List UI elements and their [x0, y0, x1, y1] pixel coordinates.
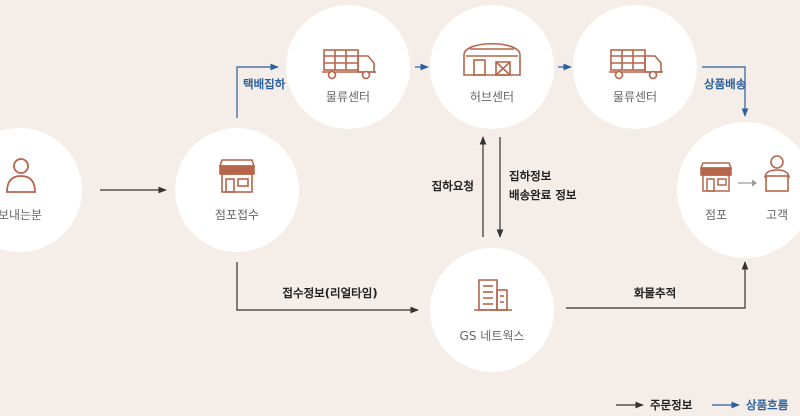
customer-icon — [764, 155, 790, 192]
truck-icon — [609, 49, 663, 80]
logistics-center-2-node — [573, 5, 697, 129]
hub-center-node — [430, 5, 554, 129]
person-icon — [6, 158, 36, 193]
receipt-info-arrow — [236, 262, 419, 314]
logistics-center-1-node — [286, 5, 410, 129]
store-receipt-node — [175, 128, 299, 252]
pickup-request-label: 집하요청 — [432, 179, 474, 193]
delivery-complete-info-label: 배송완료 정보 — [509, 188, 577, 202]
courier-pickup-label: 택배집하 — [243, 77, 286, 91]
sender-node — [0, 128, 82, 252]
product-delivery-arrow — [702, 66, 749, 117]
receipt-info-label: 접수정보(리얼타임) — [282, 286, 377, 300]
legend-product-label: 상품흐름 — [746, 398, 789, 412]
logistics-center-2-label: 물류센터 — [613, 90, 657, 104]
store-receipt-label: 점포접수 — [215, 208, 259, 222]
cargo-tracking-arrow — [566, 261, 749, 309]
destination-node — [677, 122, 800, 258]
destination-store-label: 점포 — [705, 208, 727, 222]
store-icon — [699, 162, 733, 192]
courier-pickup-arrow — [236, 63, 279, 118]
logistics-center-1-label: 물류센터 — [326, 90, 370, 104]
sender-label: 보내는분 — [0, 208, 42, 222]
store-icon — [218, 159, 256, 193]
arrow-icon — [738, 179, 757, 187]
legend-order-label: 주문정보 — [650, 398, 693, 412]
warehouse-icon — [463, 42, 521, 76]
gs-networks-label: GS 네트웍스 — [460, 329, 525, 343]
truck-icon — [322, 49, 376, 80]
legend: 주문정보 상품흐름 — [616, 398, 789, 412]
product-delivery-label: 상품배송 — [704, 77, 747, 91]
hub-center-label: 허브센터 — [470, 90, 514, 104]
cargo-tracking-label: 화물추적 — [634, 286, 676, 300]
pickup-info-label: 집하정보 — [509, 169, 552, 183]
customer-label: 고객 — [766, 208, 788, 222]
building-icon — [474, 279, 512, 311]
